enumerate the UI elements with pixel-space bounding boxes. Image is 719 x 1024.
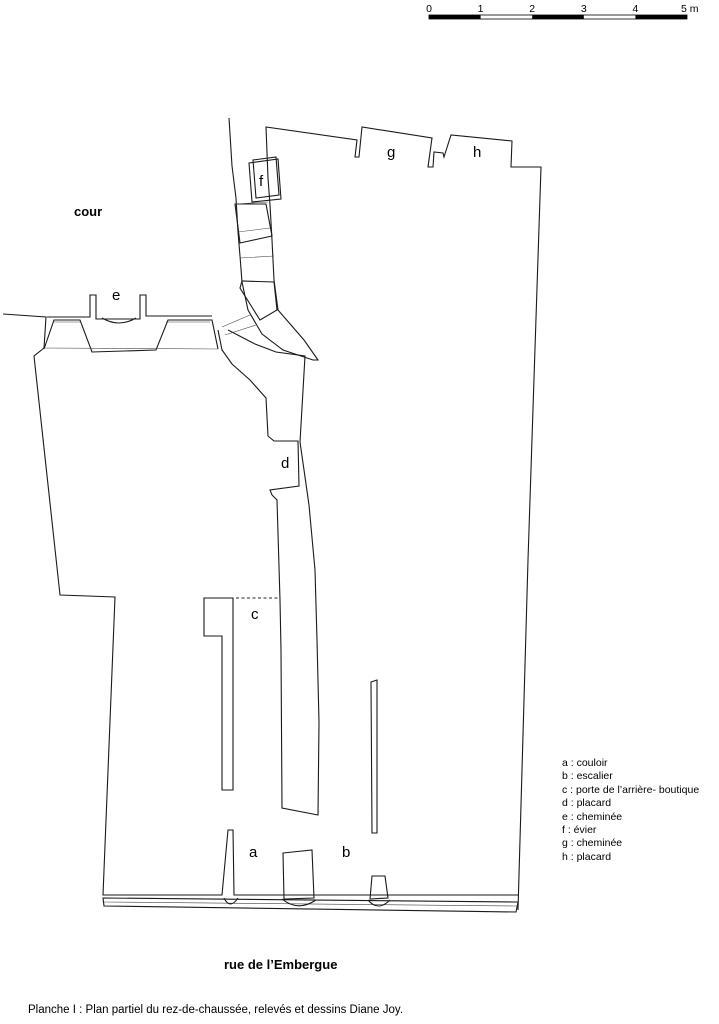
figure-caption: Planche I : Plan partiel du rez-de-chaus… [28, 1004, 404, 1016]
legend-item-h: h : placard [562, 850, 612, 863]
left-building-outline [2, 313, 518, 896]
right-building-outline [228, 117, 542, 911]
legend-item-e: e : cheminée [562, 810, 623, 823]
room-label-h: h [473, 144, 481, 161]
corridor-d-wall [217, 329, 320, 816]
room-label-b: b [342, 844, 350, 861]
wall-segment [239, 280, 278, 321]
scale-bar: 0 1 2 3 4 5 m [426, 3, 699, 20]
legend-item-g: g : cheminée [562, 837, 623, 850]
room-label-g: g [387, 144, 395, 161]
sink-f [248, 156, 282, 203]
stair-b-rail [370, 679, 378, 834]
door-c-wall [203, 597, 234, 791]
thin-line [221, 201, 275, 336]
room-label-c: c [251, 606, 259, 623]
room-label-e: e [112, 287, 120, 304]
scale-tick-4: 4 [632, 3, 638, 15]
scale-tick-2: 2 [529, 3, 535, 15]
legend-item-a: a : couloir [562, 757, 608, 769]
room-label-f: f [259, 173, 264, 190]
fireplace-e [43, 294, 219, 353]
street-label: rue de l’Embergue [224, 957, 338, 972]
street-front [102, 849, 519, 913]
legend-item-b: b : escalier [562, 770, 613, 783]
scale-tick-5: 5 m [681, 3, 699, 15]
room-label-d: d [281, 455, 289, 472]
scale-tick-1: 1 [478, 3, 484, 15]
courtyard-label: cour [74, 204, 103, 219]
wall-segment [234, 203, 273, 244]
legend: a : couloir b : escalier c : porte de l’… [562, 757, 699, 864]
scale-tick-3: 3 [581, 3, 587, 15]
legend-item-f: f : évier [562, 824, 597, 837]
legend-item-d: d : placard [562, 797, 612, 810]
scale-tick-0: 0 [426, 3, 432, 15]
legend-item-c: c : porte de l’arrière- boutique [562, 783, 700, 796]
room-label-a: a [249, 844, 258, 861]
